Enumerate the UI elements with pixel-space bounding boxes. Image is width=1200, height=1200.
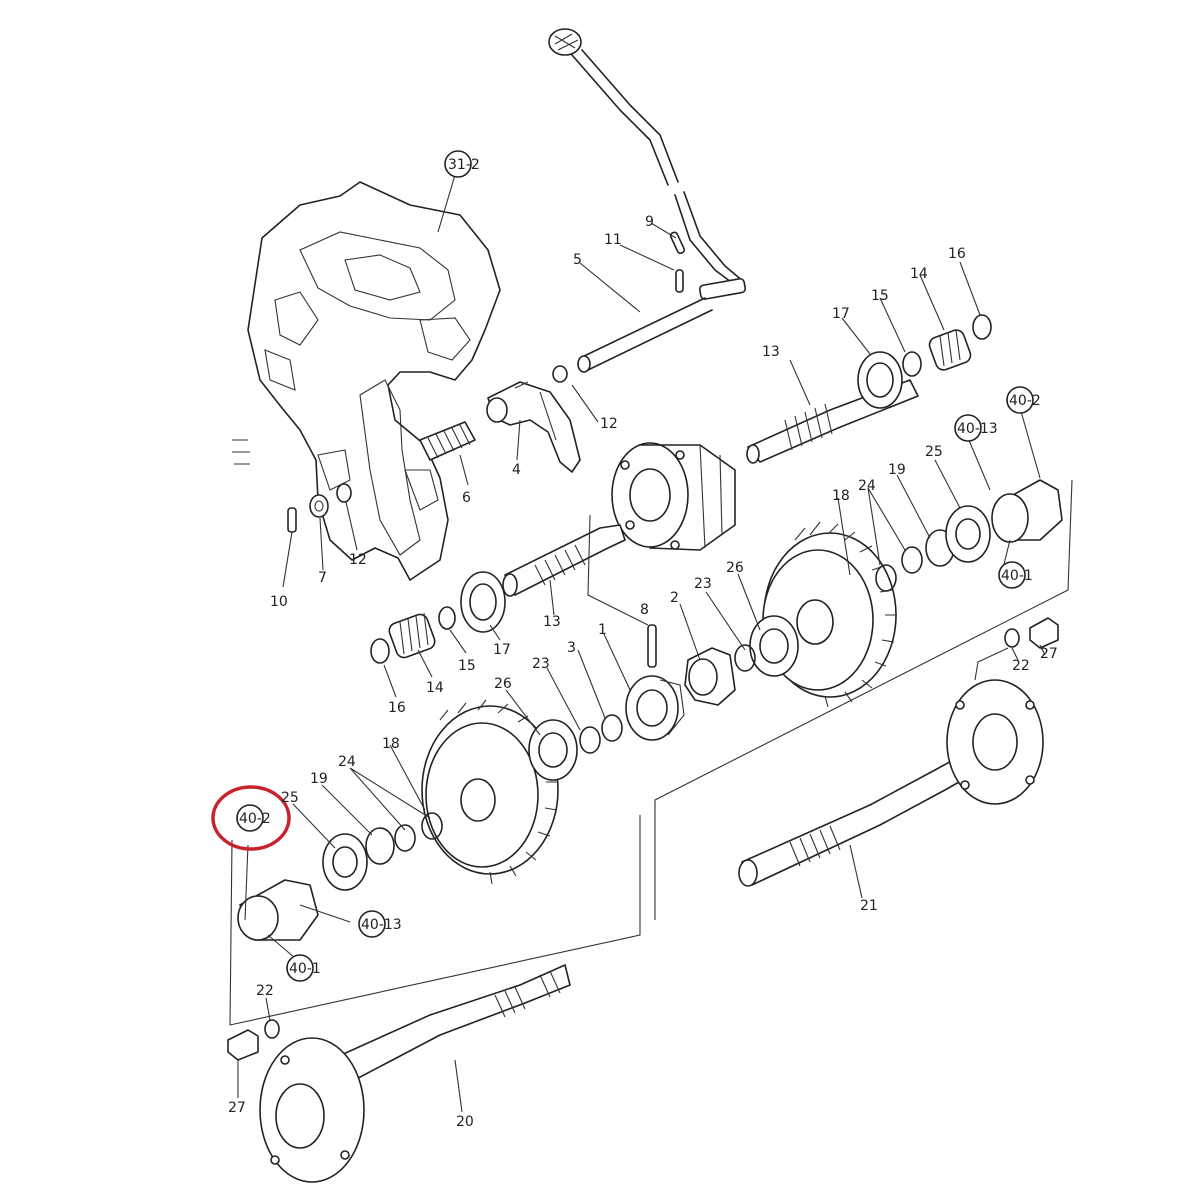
label-part-2: 2: [670, 590, 679, 606]
small-washers-and-pins: [287, 365, 568, 533]
label-part-23-left: 23: [532, 656, 550, 672]
ref-40-2-right: 40-2: [1006, 386, 1041, 414]
label-part-22-left: 22: [256, 983, 274, 999]
right-bearing-and-clips: [734, 479, 1063, 677]
svg-text:40-13: 40-13: [957, 421, 998, 437]
left-bearing-and-clips: [237, 714, 623, 941]
label-part-26-right: 26: [726, 560, 744, 576]
left-axle: [259, 964, 571, 1183]
label-part-10: 10: [270, 594, 288, 610]
ref-31-2: 31-2: [444, 150, 480, 178]
svg-text:31-2: 31-2: [448, 157, 480, 173]
label-part-14-upper: 14: [910, 266, 928, 282]
label-part-6: 6: [462, 490, 471, 506]
pin: [647, 624, 657, 668]
ref-40-13-right: 40-13: [954, 414, 998, 442]
right-axle: [738, 679, 1044, 887]
leader-lines: [229, 174, 1073, 1113]
bolts-and-washers: [227, 617, 1059, 1061]
dog-clutch: [684, 647, 736, 706]
label-part-13-upper: 13: [762, 344, 780, 360]
label-part-17-upper: 17: [832, 306, 850, 322]
label-part-24-left: 24: [338, 754, 356, 770]
label-part-17-lower: 17: [493, 642, 511, 658]
svg-text:40-13: 40-13: [361, 917, 402, 933]
label-part-8: 8: [640, 602, 649, 618]
label-part-15-lower: 15: [458, 658, 476, 674]
svg-text:40-2: 40-2: [239, 811, 271, 827]
svg-text:40-1: 40-1: [289, 961, 321, 977]
label-part-16-upper: 16: [948, 246, 966, 262]
label-part-16-lower: 16: [388, 700, 406, 716]
label-part-4: 4: [512, 462, 521, 478]
svg-text:40-1: 40-1: [1001, 568, 1033, 584]
ref-40-2-left: 40-2: [211, 785, 291, 851]
shift-lever: [548, 28, 747, 300]
ref-40-1-right: 40-1: [998, 561, 1033, 589]
label-part-27-left: 27: [228, 1100, 246, 1116]
upper-splined-shaft: [746, 314, 992, 464]
label-part-7: 7: [318, 570, 327, 586]
label-part-18-left: 18: [382, 736, 400, 752]
label-part-3: 3: [567, 640, 576, 656]
ref-40-1-left: 40-1: [286, 954, 321, 982]
label-part-13-lower: 13: [543, 614, 561, 630]
lower-splined-shaft: [460, 524, 626, 633]
label-part-24-right: 24: [858, 478, 876, 494]
left-final-gear: [421, 699, 559, 885]
label-part-27-right: 27: [1040, 646, 1058, 662]
label-part-23-right: 23: [694, 576, 712, 592]
label-part-25-right: 25: [925, 444, 943, 460]
label-part-18-right: 18: [832, 488, 850, 504]
label-part-25-left: 25: [281, 790, 299, 806]
label-part-21: 21: [860, 898, 878, 914]
label-part-1: 1: [598, 622, 607, 638]
label-part-19-left: 19: [310, 771, 328, 787]
label-part-19-right: 19: [888, 462, 906, 478]
lower-needle-bearing: [370, 606, 456, 664]
svg-text:40-2: 40-2: [1009, 393, 1041, 409]
shift-fork: [486, 381, 581, 473]
label-part-15-upper: 15: [871, 288, 889, 304]
shift-shaft: [577, 231, 713, 373]
label-part-14-lower: 14: [426, 680, 444, 696]
highlight-ring: [211, 785, 291, 851]
label-part-22-right: 22: [1012, 658, 1030, 674]
label-part-26-left: 26: [494, 676, 512, 692]
label-part-12-left: 12: [349, 552, 367, 568]
ref-40-13-left: 40-13: [358, 910, 402, 938]
transmission-housing: [232, 181, 501, 581]
label-part-5: 5: [573, 252, 582, 268]
label-part-9: 9: [645, 214, 654, 230]
spring: [419, 421, 476, 461]
label-part-11: 11: [604, 232, 622, 248]
label-part-12-upper: 12: [600, 416, 618, 432]
differential-case: [611, 442, 736, 551]
part-number-labels: 9 11 5 12 4 6 12 7 10 13 17 15 14 16 18 …: [228, 214, 1058, 1130]
label-part-20: 20: [456, 1114, 474, 1130]
right-final-gear: [762, 521, 897, 708]
sliding-sleeve: [625, 675, 685, 741]
